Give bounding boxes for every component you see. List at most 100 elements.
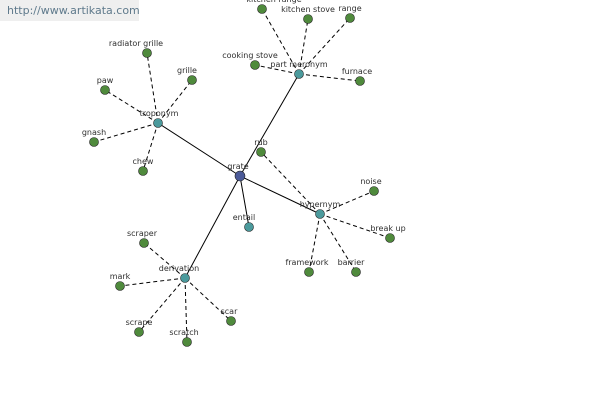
center-grate[interactable]: grate bbox=[227, 162, 249, 182]
category-label: hypernym bbox=[300, 200, 341, 209]
edge-range bbox=[298, 17, 351, 75]
leaf-label: mark bbox=[110, 272, 131, 281]
leaf-label: furnace bbox=[342, 67, 372, 76]
graph-edges bbox=[93, 8, 391, 343]
edge-scar bbox=[184, 277, 232, 322]
leaf-scraper[interactable]: scraper bbox=[127, 229, 158, 248]
leaf-node-circle[interactable] bbox=[139, 238, 149, 248]
leaf-furnace[interactable]: furnace bbox=[342, 67, 372, 86]
leaf-node-circle[interactable] bbox=[304, 267, 314, 277]
category-node-circle[interactable] bbox=[294, 69, 304, 79]
leaf-range[interactable]: range bbox=[338, 4, 362, 23]
edge-paw bbox=[104, 89, 159, 124]
leaf-label: barrier bbox=[338, 258, 366, 267]
leaf-node-circle[interactable] bbox=[134, 327, 144, 337]
edge-chew bbox=[142, 122, 159, 172]
leaf-barrier[interactable]: barrier bbox=[338, 258, 366, 277]
leaf-mark[interactable]: mark bbox=[110, 272, 131, 291]
leaf-node-circle[interactable] bbox=[351, 267, 361, 277]
edge-entail bbox=[239, 175, 250, 228]
leaf-node-circle[interactable] bbox=[100, 85, 110, 95]
leaf-grille[interactable]: grille bbox=[177, 66, 197, 85]
leaf-rub[interactable]: rub bbox=[254, 138, 268, 157]
edge-rub bbox=[260, 151, 321, 215]
leaf-label: cooking stove bbox=[222, 51, 278, 60]
leaf-label: kitchen range bbox=[246, 0, 301, 4]
leaf-gnash[interactable]: gnash bbox=[82, 128, 106, 147]
leaf-label: gnash bbox=[82, 128, 106, 137]
leaf-node-circle[interactable] bbox=[187, 75, 197, 85]
leaf-label: framework bbox=[285, 258, 328, 267]
edge-barrier bbox=[319, 213, 357, 273]
leaf-break-up[interactable]: break up bbox=[370, 224, 406, 243]
edge-break_up bbox=[319, 213, 391, 239]
category-entail[interactable]: entail bbox=[233, 213, 255, 232]
leaf-framework[interactable]: framework bbox=[285, 258, 329, 277]
edge-noise bbox=[319, 190, 375, 215]
leaf-label: noise bbox=[360, 177, 381, 186]
category-derivation[interactable]: derivation bbox=[159, 264, 199, 283]
category-node-circle[interactable] bbox=[153, 118, 163, 128]
leaf-label: paw bbox=[97, 76, 114, 85]
edge-kitchen_stove bbox=[298, 18, 309, 75]
category-node-circle[interactable] bbox=[315, 209, 325, 219]
category-part-meronym[interactable]: part meronym bbox=[270, 60, 328, 79]
edge-hypernym bbox=[239, 175, 321, 215]
leaf-noise[interactable]: noise bbox=[360, 177, 382, 196]
leaf-cooking-stove[interactable]: cooking stove bbox=[222, 51, 278, 70]
leaf-node-circle[interactable] bbox=[142, 48, 152, 58]
leaf-node-circle[interactable] bbox=[182, 337, 192, 347]
edge-scratch bbox=[184, 277, 188, 343]
edge-scraper bbox=[143, 242, 186, 279]
leaf-node-circle[interactable] bbox=[369, 186, 379, 196]
leaf-label: break up bbox=[370, 224, 405, 233]
center-label: grate bbox=[227, 162, 248, 171]
leaf-paw[interactable]: paw bbox=[97, 76, 114, 95]
leaf-label: kitchen stove bbox=[281, 5, 335, 14]
edge-derivation bbox=[184, 175, 241, 279]
leaf-node-circle[interactable] bbox=[355, 76, 365, 86]
leaf-node-circle[interactable] bbox=[257, 4, 267, 14]
leaf-node-circle[interactable] bbox=[115, 281, 125, 291]
leaf-node-circle[interactable] bbox=[226, 316, 236, 326]
edge-part_meronym bbox=[239, 73, 300, 177]
leaf-label: scrape bbox=[126, 318, 153, 327]
category-label: troponym bbox=[140, 109, 179, 118]
leaf-node-circle[interactable] bbox=[385, 233, 395, 243]
leaf-label: range bbox=[338, 4, 361, 13]
leaf-node-circle[interactable] bbox=[345, 13, 355, 23]
leaf-chew[interactable]: chew bbox=[133, 157, 154, 176]
category-hypernym[interactable]: hypernym bbox=[300, 200, 341, 219]
leaf-kitchen-stove[interactable]: kitchen stove bbox=[281, 5, 335, 24]
edge-grille bbox=[157, 79, 193, 124]
edge-troponym bbox=[157, 122, 241, 177]
leaf-scrape[interactable]: scrape bbox=[126, 318, 153, 337]
leaf-node-circle[interactable] bbox=[89, 137, 99, 147]
leaf-node-circle[interactable] bbox=[138, 166, 148, 176]
category-label: derivation bbox=[159, 264, 199, 273]
leaf-label: rub bbox=[254, 138, 267, 147]
leaf-label: scar bbox=[221, 307, 238, 316]
leaf-scratch[interactable]: scratch bbox=[169, 328, 199, 347]
category-label: part meronym bbox=[270, 60, 327, 69]
graph-nodes: radiator grille paw grille gnash chew kitchen… bbox=[82, 0, 406, 347]
leaf-node-circle[interactable] bbox=[303, 14, 313, 24]
category-node-circle[interactable] bbox=[180, 273, 190, 283]
edge-scrape bbox=[138, 277, 186, 333]
category-node-circle[interactable] bbox=[244, 222, 254, 232]
leaf-scar[interactable]: scar bbox=[221, 307, 238, 326]
category-label: entail bbox=[233, 213, 255, 222]
edge-mark bbox=[119, 277, 186, 287]
leaf-label: chew bbox=[133, 157, 154, 166]
category-troponym[interactable]: troponym bbox=[140, 109, 179, 128]
leaf-label: radiator grille bbox=[109, 39, 163, 48]
edge-framework bbox=[308, 213, 321, 273]
leaf-node-circle[interactable] bbox=[250, 60, 260, 70]
leaf-node-circle[interactable] bbox=[256, 147, 266, 157]
center-node-circle[interactable] bbox=[234, 170, 246, 182]
source-url[interactable]: http://www.artikata.com bbox=[0, 0, 140, 21]
edge-furnace bbox=[298, 73, 361, 82]
leaf-kitchen-range[interactable]: kitchen range bbox=[246, 0, 302, 14]
leaf-radiator-grille[interactable]: radiator grille bbox=[109, 39, 163, 58]
